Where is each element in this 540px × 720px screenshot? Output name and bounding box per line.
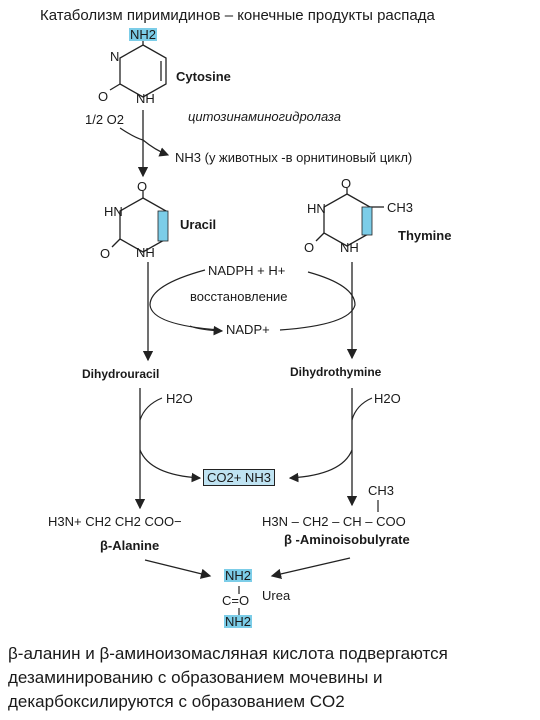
thymine-o-bottom: O: [304, 240, 315, 255]
uracil-hn: HN: [104, 204, 123, 219]
uracil-o-top: O: [137, 179, 148, 194]
arrow-water-right: [351, 397, 373, 421]
cytosine-o: O: [98, 89, 109, 104]
page-title: Катаболизм пиримидинов – конечные продук…: [40, 7, 435, 24]
arrow-nh3: [142, 139, 170, 157]
arrow-water-left: [139, 397, 163, 421]
arrow-left-to-box: [139, 449, 202, 483]
thymine-name: Thymine: [398, 228, 452, 243]
thymine-hn: HN: [307, 201, 326, 216]
thymine-o-top: O: [341, 176, 352, 191]
cytosine-n: N: [110, 49, 120, 64]
urea-nh2-bottom: NH2: [224, 614, 253, 629]
thymine-ch3: CH3: [387, 200, 414, 215]
reduction-label: восстановление: [190, 289, 288, 304]
urea-nh2-top: NH2: [224, 568, 253, 583]
nadp-label: NADP+: [226, 322, 270, 337]
uracil-o-bottom: O: [100, 246, 111, 261]
enzyme-label: цитозинаминогидролаза: [188, 109, 342, 124]
thymine-nh: NH: [340, 240, 359, 255]
cytosine-name: Cytosine: [176, 69, 231, 84]
urea-co: C=O: [222, 593, 250, 608]
dihydrouracil-name: Dihydrouracil: [82, 367, 160, 381]
arrow-right-to-box: [288, 449, 353, 483]
cytosine-nh: NH: [136, 91, 155, 106]
cytosine-ring: [109, 38, 167, 98]
cytosine-nh2: NH2: [129, 27, 158, 42]
uracil-name: Uracil: [180, 217, 217, 232]
oxygen-label: 1/2 O2: [85, 112, 125, 127]
ammonia-label: NH3 (у животных -в орнитиновый цикл): [175, 150, 413, 165]
bottom-caption: β-аланин и β-аминоизомасляная кислота по…: [8, 644, 448, 711]
arrow-o2: [119, 127, 144, 141]
uracil-double-bond-highlight: [157, 210, 169, 242]
reduction-ellipse: [149, 269, 356, 331]
nadph-label: NADPH + H+: [208, 263, 286, 278]
urea-name: Urea: [262, 588, 291, 603]
water-left-label: H2O: [166, 391, 193, 406]
thymine-double-bond-highlight: [361, 206, 373, 236]
aib-name: β -Aminoisobulyrate: [284, 532, 410, 547]
aib-formula: H3N – CH2 – CH – COO: [262, 514, 406, 529]
dihydrothymine-name: Dihydrothymine: [290, 365, 382, 379]
uracil-nh: NH: [136, 245, 155, 260]
arrow-to-nadp: [189, 325, 224, 336]
beta-alanine-formula: H3N+ CH2 CH2 COO−: [48, 514, 182, 529]
water-right-label: H2O: [374, 391, 401, 406]
arrow-aib-urea: [270, 557, 351, 580]
thymine-ring: [315, 188, 384, 247]
aib-ch3: CH3: [368, 483, 395, 498]
products-box: CO2+ NH3: [203, 469, 275, 486]
arrow-alanine-urea: [144, 559, 212, 579]
beta-alanine-name: β-Alanine: [100, 538, 160, 553]
